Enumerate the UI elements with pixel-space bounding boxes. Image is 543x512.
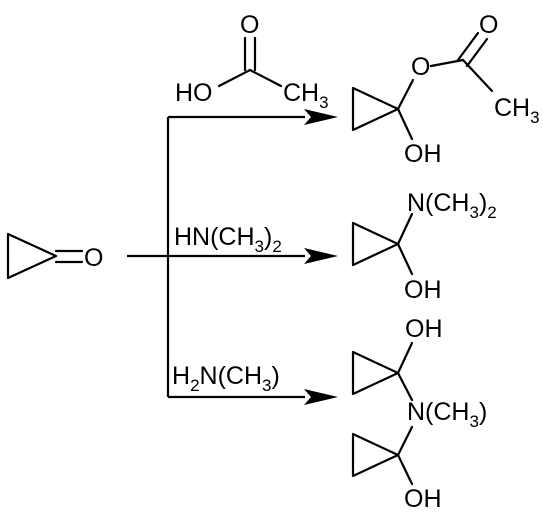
hydroxyl-label-1: OH bbox=[404, 140, 442, 168]
product-3-ring-top bbox=[351, 350, 400, 396]
reagent-methylamine: H2N(CH3) bbox=[172, 362, 280, 395]
acyl-co-double-1 bbox=[456, 31, 480, 62]
acyl-oxygen-label: O bbox=[479, 11, 498, 39]
methyl-ch: CH bbox=[283, 79, 319, 107]
arrowhead-middle bbox=[304, 248, 338, 264]
carbonyl-oxygen-label: O bbox=[240, 11, 259, 39]
cyclopropanone: O bbox=[6, 232, 103, 280]
c-o-ester-bond bbox=[396, 78, 415, 111]
product-bis: OH N(CH3) OH bbox=[351, 315, 487, 512]
oxygen-label: O bbox=[84, 244, 103, 272]
acyl-co-double-2 bbox=[465, 37, 489, 68]
dimethylamine-label: HN(CH3)2 bbox=[174, 223, 282, 256]
hydroxyl-label-bottom: OH bbox=[404, 485, 442, 512]
ester-oxygen-label: O bbox=[411, 53, 430, 81]
ho-c-bond bbox=[217, 68, 252, 88]
dimethylamino-label: N(CH3)2 bbox=[407, 189, 497, 222]
hydroxyl-label-top: OH bbox=[405, 315, 443, 343]
c-oh-bond-2 bbox=[396, 242, 414, 276]
hydroxyl-label-2: OH bbox=[404, 276, 442, 304]
product-amine: N(CH3)2 OH bbox=[351, 189, 497, 304]
product-2-ring bbox=[351, 221, 400, 267]
product-3-ring-bottom bbox=[351, 432, 400, 478]
product-1-ring bbox=[351, 86, 400, 132]
arrowhead-top bbox=[304, 109, 338, 125]
methyl-label: CH3 bbox=[283, 79, 329, 112]
reaction-branches bbox=[127, 109, 338, 405]
n-c-bond-bottom bbox=[396, 425, 414, 457]
arrowhead-bottom bbox=[304, 389, 338, 405]
product-acetate: O O CH3 OH bbox=[351, 11, 540, 168]
c-ch3-bond bbox=[248, 68, 283, 88]
reagent-dimethylamine: HN(CH3)2 bbox=[174, 223, 282, 256]
methylamine-label: H2N(CH3) bbox=[172, 362, 280, 395]
methyl-subscript: 3 bbox=[319, 93, 328, 112]
cyclopropane-ring bbox=[6, 232, 58, 280]
acyl-methyl-label: CH3 bbox=[494, 94, 540, 127]
acyl-ch3-bond bbox=[461, 58, 494, 93]
c-oh-bond-1 bbox=[396, 107, 414, 141]
hydroxyl-label: HO bbox=[175, 79, 213, 107]
c-oh-bond-bottom bbox=[396, 453, 414, 486]
c-oh-bond-top bbox=[396, 341, 414, 375]
c-n-bond-top bbox=[396, 371, 414, 402]
c-n-bond-2 bbox=[396, 212, 414, 246]
methylamino-label: N(CH3) bbox=[407, 398, 487, 431]
reagent-acetic-acid: HO O CH3 bbox=[175, 11, 329, 112]
